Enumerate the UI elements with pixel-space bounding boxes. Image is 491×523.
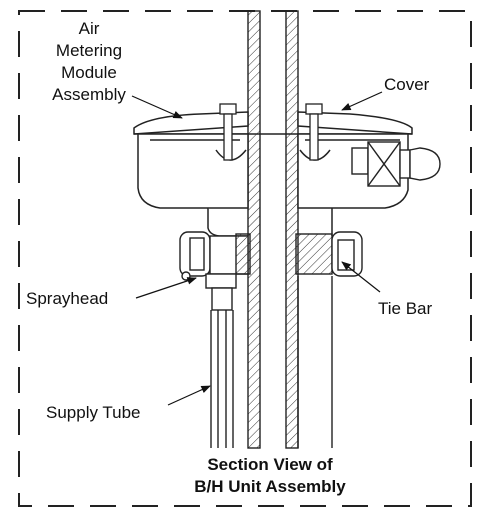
center-rod-left [247, 10, 261, 449]
tie-bar-tube [297, 276, 333, 448]
caption-line2: B/H Unit Assembly [194, 477, 346, 496]
leader-supply-tube [167, 385, 211, 406]
sprayhead-clamp [179, 231, 251, 281]
air-fitting [351, 141, 441, 187]
air-metering-line2: Metering [55, 41, 123, 60]
tie-bar-clamp [295, 231, 363, 277]
dashed-border [18, 10, 472, 507]
air-metering-module [133, 111, 413, 237]
supply-tube [210, 310, 234, 448]
leader-cover [341, 91, 383, 111]
supply-tube-label: Supply Tube [46, 403, 141, 422]
center-rod-right [285, 10, 299, 449]
sprayhead-label: Sprayhead [26, 289, 109, 308]
air-metering-line4: Assembly [52, 85, 126, 104]
cover-label: Cover [384, 75, 430, 94]
caption-line1: Section View of [207, 455, 333, 474]
air-metering-line1: Air [78, 19, 100, 38]
air-metering-label: Air Metering Module Assembly [34, 18, 144, 106]
cover-bolt-right [305, 103, 323, 161]
air-metering-line3: Module [61, 63, 117, 82]
tie-bar-label: Tie Bar [378, 299, 433, 318]
leader-tie-bar [341, 261, 381, 293]
cover-bolt-left [219, 103, 237, 161]
caption: Section View of B/H Unit Assembly [160, 454, 380, 498]
leader-sprayhead [135, 277, 197, 299]
leader-air-metering [131, 95, 183, 119]
sprayhead-nozzle [205, 273, 237, 311]
